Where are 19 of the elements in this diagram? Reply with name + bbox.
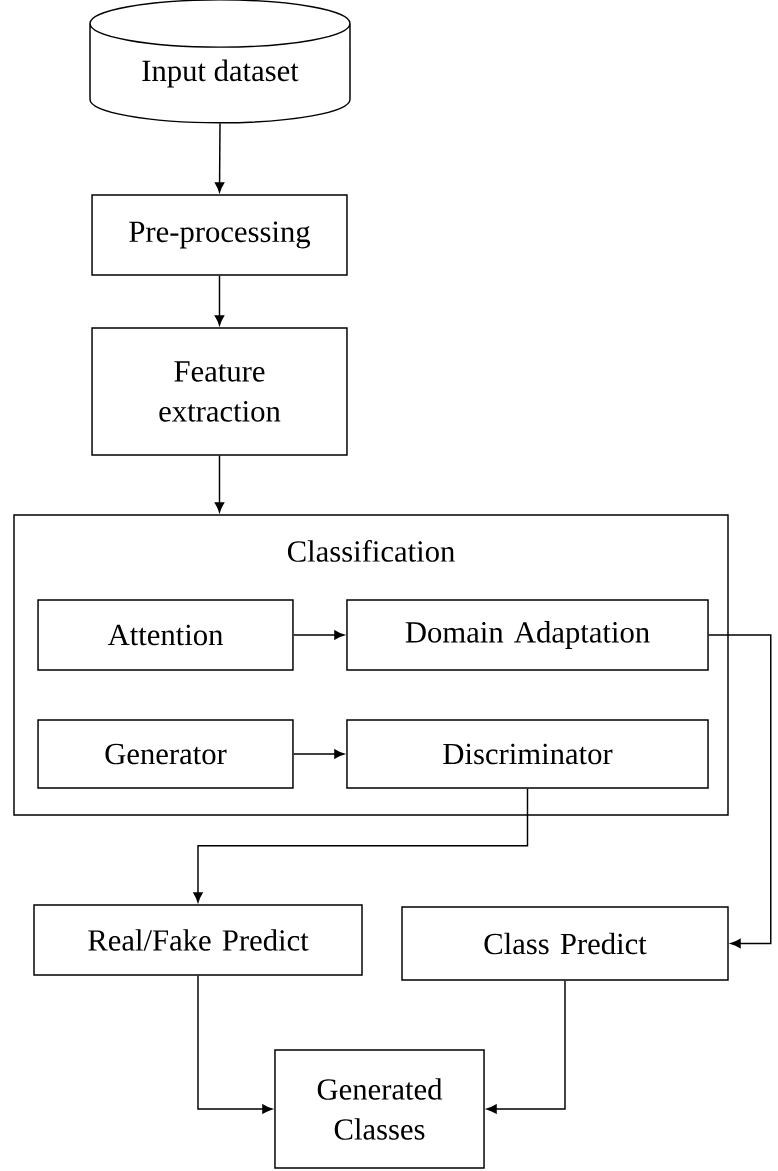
- arrow: [486, 980, 566, 1114]
- process-box: Class Predict: [401, 906, 729, 981]
- process-box: Generator: [37, 719, 294, 789]
- process-box: Domain Adaptation: [346, 599, 709, 671]
- arrow: [214, 122, 225, 193]
- arrow: [292, 630, 345, 640]
- arrow: [292, 749, 345, 759]
- arrow: [708, 634, 772, 949]
- process-box: Attention: [37, 599, 294, 671]
- database-cylinder: Input dataset: [89, 0, 351, 124]
- process-box: Pre-processing: [91, 194, 348, 276]
- arrow: [197, 975, 273, 1114]
- process-box: Generated Classes: [274, 1049, 485, 1169]
- arrow: [214, 275, 225, 326]
- process-box: Real/Fake Predict: [33, 904, 363, 976]
- arrow: [193, 788, 529, 903]
- process-box: Discriminator: [346, 719, 709, 789]
- process-box: Feature extraction: [91, 327, 348, 456]
- arrow: [214, 454, 225, 513]
